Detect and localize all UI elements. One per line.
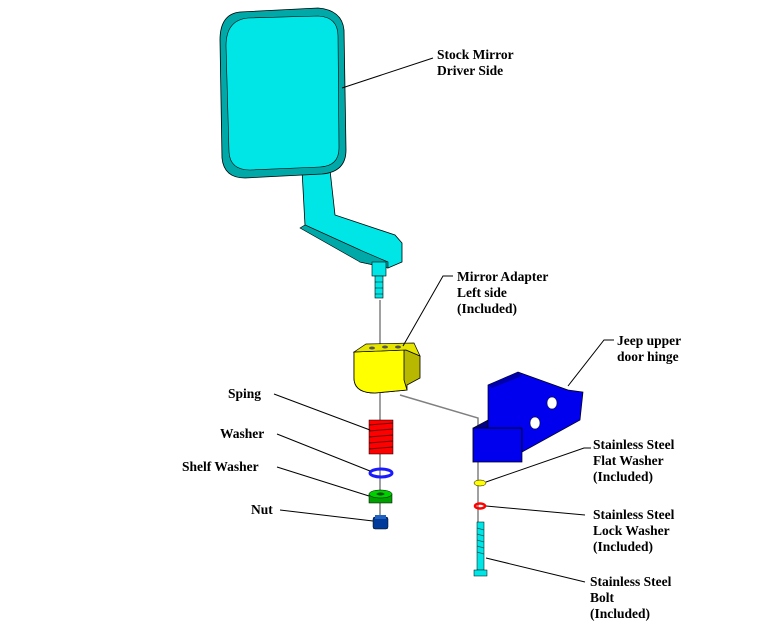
label-stock-mirror: Stock Mirror Driver Side [437,47,514,78]
leader-mirror-adapter [402,275,453,347]
leader-shelf-washer [276,466,370,497]
bolt-axis-line [399,394,479,575]
leader-lock-washer [485,505,586,516]
leader-stock-mirror [341,57,434,89]
label-spring: Sping [228,386,262,401]
leader-lines [273,57,614,583]
stock-mirror [219,7,403,299]
flat-washer [473,479,487,487]
label-lock-washer: Stainless Steel Lock Washer (Included) [593,507,675,554]
mirror-adapter [352,342,421,394]
nut [372,515,389,530]
bolt [473,521,488,577]
lock-washer [473,502,487,510]
washer [368,467,394,479]
leader-bolt [485,557,586,583]
spring [368,419,394,455]
label-bolt: Stainless Steel Bolt (Included) [590,574,672,621]
label-jeep-hinge: Jeep upper door hinge [617,333,682,364]
label-washer: Washer [220,426,265,441]
mirror-glass [225,15,340,171]
leader-jeep-hinge [567,339,614,387]
leader-flat-washer [485,447,591,483]
leader-washer [276,433,371,472]
label-shelf-washer: Shelf Washer [182,459,259,474]
leader-nut [279,509,374,522]
jeep-door-hinge [472,371,584,463]
label-flat-washer: Stainless Steel Flat Washer (Included) [593,437,675,484]
leader-spring [273,393,371,431]
label-mirror-adapter: Mirror Adapter Left side (Included) [457,269,549,316]
shelf-washer [368,489,393,504]
label-nut: Nut [251,502,273,517]
